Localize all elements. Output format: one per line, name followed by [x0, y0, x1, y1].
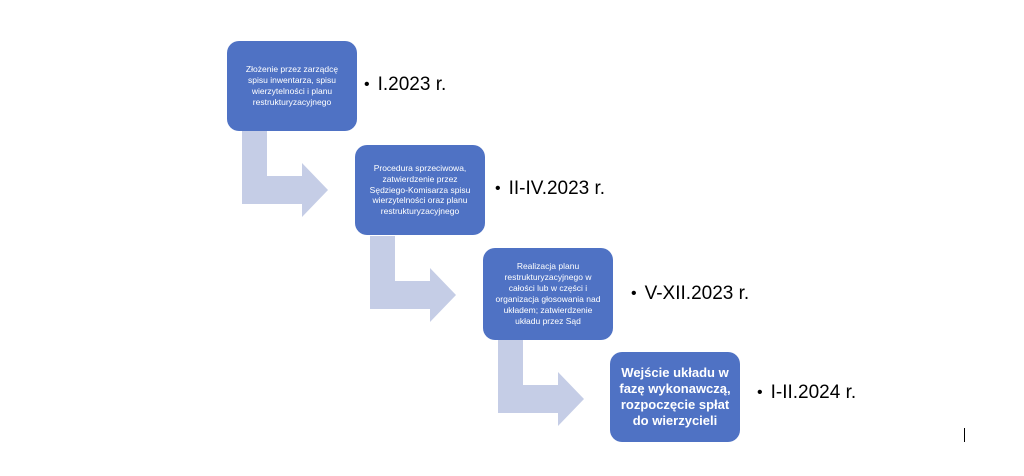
- step-date-4: • I-II.2024 r.: [757, 382, 856, 404]
- step-box-1: Złożenie przez zarządcę spisu inwentarza…: [227, 41, 357, 131]
- step-text-2: Procedura sprzeciwowa, zatwierdzenie prz…: [369, 162, 471, 217]
- step-box-3: Realizacja planu restrukturyzacyjnego w …: [483, 248, 613, 340]
- step-date-label-2: II-IV.2023 r.: [508, 178, 606, 199]
- connector-arrow-2: [370, 236, 456, 322]
- connector-arrow-1: [242, 131, 328, 217]
- text-cursor: [964, 428, 965, 442]
- connector-arrow-3: [498, 340, 584, 426]
- step-text-4: Wejście układu w fazę wykonawczą, rozpoc…: [619, 364, 731, 429]
- bullet-icon: •: [495, 180, 501, 197]
- step-box-2: Procedura sprzeciwowa, zatwierdzenie prz…: [355, 145, 485, 235]
- step-date-label-1: I.2023 r.: [377, 74, 447, 95]
- bullet-icon: •: [364, 76, 370, 93]
- bullet-icon: •: [631, 285, 637, 302]
- step-date-1: • I.2023 r.: [364, 74, 446, 96]
- bullet-icon: •: [757, 384, 763, 401]
- step-date-3: • V-XII.2023 r.: [631, 283, 749, 305]
- step-date-label-3: V-XII.2023 r.: [644, 283, 750, 304]
- step-date-label-4: I-II.2024 r.: [770, 382, 857, 403]
- step-date-2: • II-IV.2023 r.: [495, 178, 605, 200]
- step-box-4: Wejście układu w fazę wykonawczą, rozpoc…: [610, 352, 740, 442]
- step-text-3: Realizacja planu restrukturyzacyjnego w …: [495, 261, 601, 326]
- step-text-1: Złożenie przez zarządcę spisu inwentarza…: [245, 64, 339, 107]
